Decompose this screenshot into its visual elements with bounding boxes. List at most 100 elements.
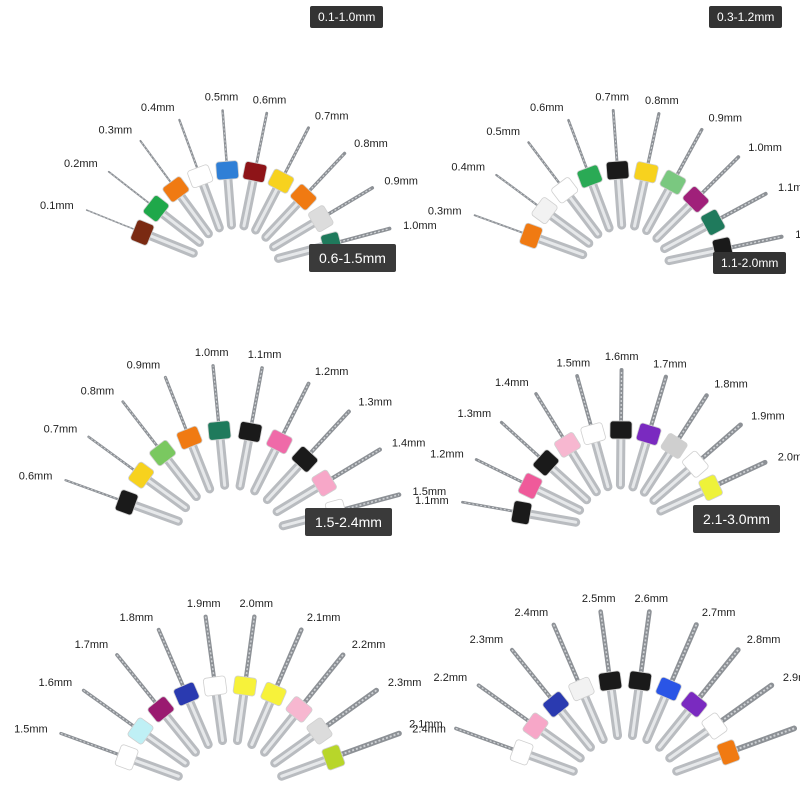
drill-collar	[517, 472, 543, 500]
drill-flute	[509, 647, 558, 707]
range-badge-panel-1: 0.1-1.0mm	[310, 6, 384, 28]
drill-bit	[81, 688, 190, 768]
drill-size-label: 2.1mm	[307, 612, 341, 624]
drill-collar	[660, 433, 688, 459]
drill-flute	[691, 647, 741, 708]
drill-bit	[261, 151, 347, 242]
drill-size-label: 2.3mm	[388, 677, 422, 689]
drill-collar	[698, 474, 723, 501]
drill-size-label: 1.7mm	[653, 358, 687, 370]
drill-size-label: 1.8mm	[714, 379, 748, 391]
drill-flute-spiral	[647, 376, 667, 435]
drill-size-label: 0.7mm	[315, 110, 349, 122]
drill-size-label: 0.7mm	[44, 424, 78, 436]
drill-size-label: 1.1mm	[248, 349, 282, 361]
drill-size-label: 0.9mm	[708, 112, 742, 124]
drill-flute-spiral	[280, 127, 309, 182]
drill-flute	[330, 730, 402, 761]
drill-size-label: 1.4mm	[392, 437, 426, 449]
drill-size-label: 2.4mm	[412, 724, 446, 736]
range-badge-panel-2: 0.3-1.2mm	[709, 6, 783, 28]
drill-collar	[267, 168, 295, 194]
drill-bit	[207, 364, 232, 490]
drill-flute-spiral	[331, 227, 390, 245]
drill-collar	[510, 500, 533, 525]
drill-size-label: 0.4mm	[451, 162, 485, 174]
drill-collar	[542, 691, 570, 718]
drill-flute-spiral	[179, 119, 201, 177]
drill-bit	[660, 191, 768, 254]
drill-collar	[321, 744, 346, 771]
drill-size-label: 0.8mm	[645, 95, 679, 107]
drill-collar	[290, 183, 317, 211]
drill-bit	[277, 730, 402, 781]
drill-flute	[454, 726, 524, 755]
drill-collar	[232, 675, 258, 697]
drill-collar	[308, 205, 334, 233]
drill-bit	[115, 653, 200, 757]
drill-size-label: 2.1mm	[409, 719, 443, 731]
drill-bit	[567, 118, 614, 233]
drill-flute-spiral	[576, 375, 594, 434]
drill-size-label: 2.7mm	[702, 607, 736, 619]
drill-collar	[659, 169, 687, 195]
drill-size-label: 2.0mm	[239, 598, 273, 610]
drill-collar	[143, 195, 170, 222]
drill-bit	[269, 186, 375, 252]
drill-collar	[260, 681, 287, 707]
drill-collar	[597, 670, 623, 692]
drill-flute-spiral	[304, 411, 350, 460]
drill-collar	[580, 422, 606, 445]
drill-size-label: 2.9mm	[783, 672, 800, 684]
drill-size-label: 1.1mm	[415, 495, 449, 507]
drill-flute-spiral	[65, 479, 127, 503]
drill-bit	[250, 381, 311, 496]
drill-collar	[162, 176, 190, 203]
drill-bit	[202, 614, 228, 746]
drill-flute-spiral	[535, 393, 569, 446]
drill-bit	[272, 447, 382, 517]
drill-collar	[149, 440, 177, 467]
drill-size-label: 0.3mm	[428, 205, 462, 217]
drill-bit	[628, 374, 668, 492]
drill-bit	[251, 126, 310, 235]
drill-bit	[235, 366, 264, 491]
drill-size-label: 1.1mm	[778, 182, 800, 194]
range-badge-panel-3: 0.6-1.5mm	[309, 244, 396, 272]
drill-bit-fan-panel-4: 1.1mm1.2mm1.3mm1.4mm1.5mm1.6mm1.7mm1.8mm…	[415, 351, 800, 527]
drill-size-label: 1.6mm	[39, 677, 73, 689]
drill-flute-spiral	[254, 113, 268, 173]
drill-flute-spiral	[323, 448, 381, 484]
drill-flute-spiral	[501, 422, 547, 464]
drill-flute	[115, 653, 163, 712]
drill-flute	[666, 622, 699, 692]
drill-collar	[680, 691, 708, 718]
drill-bit	[575, 374, 613, 492]
drill-flute-spiral	[672, 129, 703, 183]
drill-flute	[59, 731, 129, 759]
drill-collar	[147, 696, 175, 723]
drill-bit	[639, 393, 709, 497]
drill-collar	[176, 425, 203, 450]
drill-flute-spiral	[695, 156, 739, 200]
drill-size-label: 0.7mm	[595, 91, 629, 103]
drill-bit	[473, 214, 588, 260]
drill-collar	[682, 450, 709, 478]
drill-flute-spiral	[722, 236, 782, 250]
drill-bit	[527, 141, 603, 239]
drill-flute-spiral	[278, 383, 310, 442]
drill-collar	[568, 676, 595, 702]
drill-collar	[173, 681, 200, 707]
drill-collar	[285, 696, 313, 723]
drill-flute-spiral	[673, 395, 708, 447]
drill-collar	[266, 429, 293, 455]
drill-size-label: 0.5mm	[205, 92, 239, 104]
drill-collar	[509, 739, 534, 766]
drill-size-label: 0.4mm	[141, 102, 175, 114]
drill-bit	[609, 368, 633, 490]
drill-bit	[107, 170, 204, 247]
drill-bit	[495, 173, 594, 248]
drill-flute	[242, 614, 257, 689]
drill-bit	[605, 108, 630, 230]
